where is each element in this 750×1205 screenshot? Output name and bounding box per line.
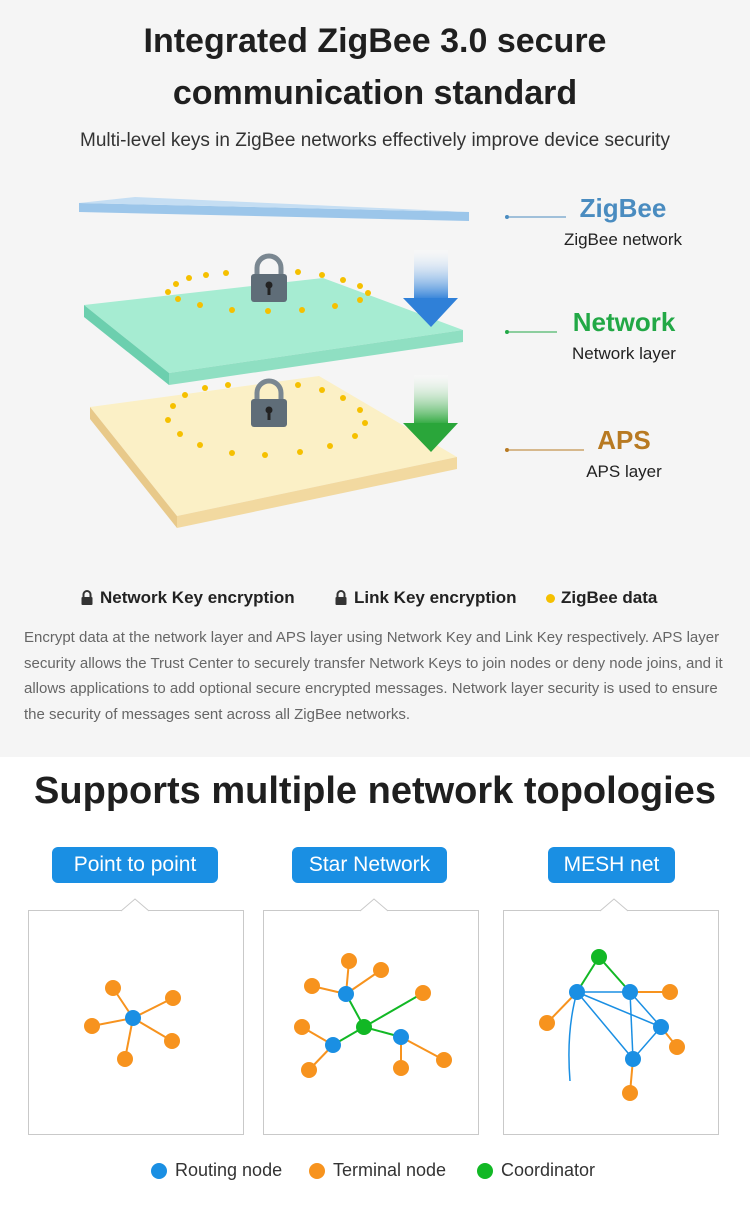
terminal-node (539, 1015, 555, 1031)
aps-layer-desc: APS layer (586, 462, 662, 481)
routing-node (393, 1029, 409, 1045)
mesh-net-panel (503, 898, 719, 1135)
description-paragraph: Encrypt data at the network layer and AP… (24, 629, 723, 723)
leader-line-zigbee (505, 215, 566, 219)
lock-icon (81, 590, 93, 605)
legend-routing-label: Routing node (175, 1160, 283, 1180)
zigbee-layer-label: ZigBee ZigBee network (523, 193, 723, 250)
routing-node (338, 986, 354, 1002)
routing-node (622, 984, 638, 1000)
tab-point-to-point: Point to point (52, 847, 218, 883)
terminal-node (622, 1085, 638, 1101)
point-to-point-panel (28, 898, 244, 1135)
routing-node (653, 1019, 669, 1035)
aps-layer-label: APS APS layer (524, 425, 724, 482)
section-title-line2: communication standard (172, 74, 578, 112)
zigbee-data-dot-icon (546, 593, 555, 603)
zigbee-layer-name: ZigBee (579, 193, 667, 223)
padlock-network-icon (251, 253, 287, 302)
terminal-node (301, 1062, 317, 1078)
aps-layer-name: APS (597, 425, 651, 455)
terminal-node (373, 962, 389, 978)
tab-star-network: Star Network (292, 847, 447, 883)
coordinator-node (591, 949, 607, 965)
legend-terminal-label: Terminal node (333, 1160, 447, 1180)
routing-node (625, 1051, 641, 1067)
terminal-node (164, 1033, 180, 1049)
terminal-node (294, 1019, 310, 1035)
tab-mesh-net: MESH net (548, 847, 675, 883)
section-subtitle: Multi-level keys in ZigBee networks effe… (80, 130, 670, 151)
legend-network-key: Network Key encryption (80, 588, 295, 608)
legend-coordinator: Coordinator (477, 1160, 595, 1181)
zigbee-data-ring-network (165, 269, 371, 314)
terminal-node (669, 1039, 685, 1055)
legend-zigbee-data: ZigBee data (546, 588, 657, 608)
network-layer-desc: Network layer (572, 344, 676, 363)
aps-layer-plate (90, 376, 457, 528)
legend-link-key: Link Key encryption (334, 588, 516, 608)
legend-terminal-node: Terminal node (309, 1160, 446, 1181)
network-layer-label: Network Network layer (524, 307, 724, 364)
coordinator-dot-icon (477, 1162, 493, 1179)
security-section: Integrated ZigBee 3.0 secure communicati… (24, 22, 724, 723)
network-layer-name: Network (572, 307, 676, 337)
down-arrow-blue-icon (403, 250, 458, 327)
legend-network-key-label: Network Key encryption (100, 588, 295, 607)
mesh-net-diagram (539, 898, 685, 1101)
legend-coordinator-label: Coordinator (501, 1160, 596, 1180)
coordinator-node (356, 1019, 372, 1035)
legend-zigbee-data-label: ZigBee data (561, 588, 658, 607)
terminal-node (304, 978, 320, 994)
padlock-aps-icon (251, 378, 287, 427)
topology-title: Supports multiple network topologies (34, 770, 716, 812)
routing-node (325, 1037, 341, 1053)
zigbee-layer-desc: ZigBee network (563, 230, 683, 249)
terminal-node (393, 1060, 409, 1076)
lock-icon (335, 590, 347, 605)
terminal-node (341, 953, 357, 969)
legend-link-key-label: Link Key encryption (354, 588, 517, 607)
terminal-node (117, 1051, 133, 1067)
terminal-node (436, 1052, 452, 1068)
layer-stack-diagram (79, 197, 584, 528)
down-arrow-green-icon (403, 375, 458, 452)
star-network-panel (263, 898, 479, 1135)
section-title-line1: Integrated ZigBee 3.0 secure (143, 22, 607, 60)
routing-node-dot-icon (151, 1162, 167, 1179)
terminal-node (165, 990, 181, 1006)
terminal-node (662, 984, 678, 1000)
terminal-node (84, 1018, 100, 1034)
routing-node (569, 984, 585, 1000)
zigbee-layer-plate (79, 197, 469, 221)
terminal-node-dot-icon (309, 1162, 325, 1179)
routing-node (125, 1010, 141, 1026)
terminal-node (105, 980, 121, 996)
leader-line-network (505, 330, 557, 334)
star-network-diagram (294, 898, 452, 1078)
legend-routing-node: Routing node (151, 1160, 282, 1181)
zigbee-data-ring-aps (165, 382, 368, 458)
leader-line-aps (505, 448, 584, 452)
terminal-node (415, 985, 431, 1001)
point-to-point-diagram (84, 898, 181, 1067)
